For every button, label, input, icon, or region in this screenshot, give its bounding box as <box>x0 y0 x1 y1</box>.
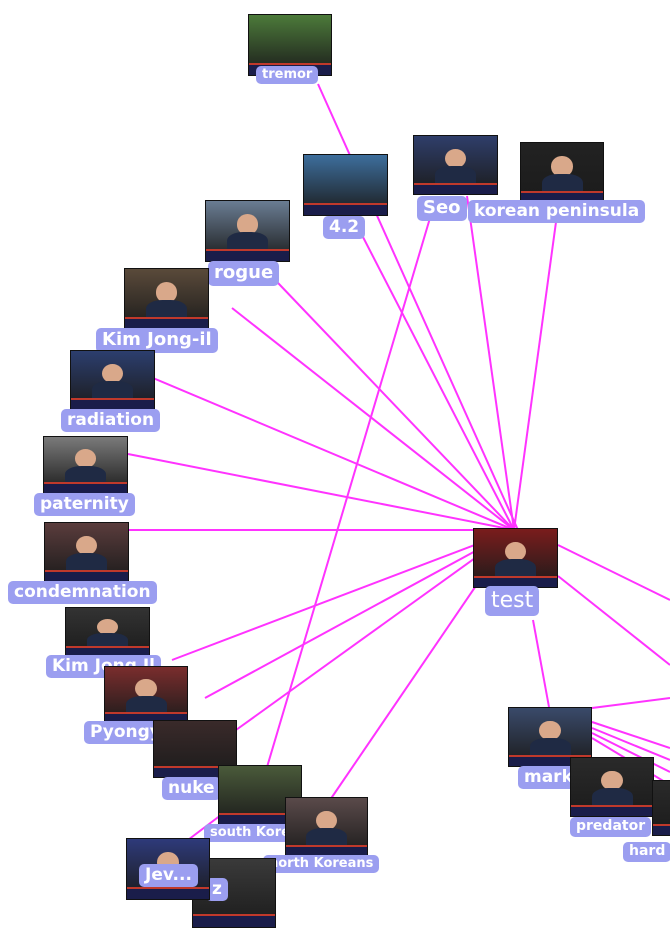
label-seoul: Seo <box>417 196 467 221</box>
thumbnail-north-koreans <box>285 797 368 857</box>
anchor-body <box>434 166 477 188</box>
thumb-ticker <box>219 812 301 824</box>
edge-nuke <box>235 529 515 731</box>
label-kim-jong-il: Kim Jong-il <box>96 328 218 353</box>
edge-korean_peninsula <box>513 221 557 531</box>
edge-kim_jong_il_1 <box>231 307 515 531</box>
thumb-ticker <box>125 317 208 329</box>
anchor-body <box>91 381 134 403</box>
anchor-body <box>145 300 188 322</box>
thumb-ticker <box>653 824 670 835</box>
anchor-head <box>504 541 527 562</box>
anchor-body <box>86 632 129 651</box>
thumbnail-paternity <box>43 436 128 494</box>
edge-right2 <box>557 575 670 666</box>
anchor-body <box>125 696 167 717</box>
anchor-head <box>135 679 157 699</box>
anchor-head <box>155 282 178 303</box>
anchor-head <box>601 770 623 791</box>
anchor-body <box>306 828 347 850</box>
anchor-head <box>74 449 97 469</box>
thumb-ticker <box>105 712 187 723</box>
label-predator: predator <box>570 817 652 837</box>
thumbnail-kim-jong-il <box>124 268 209 330</box>
edge-right1 <box>557 544 670 601</box>
thumbnail-rogue <box>205 200 290 262</box>
anchor-head <box>96 618 119 635</box>
thumbnail-korean-peninsula <box>520 142 604 204</box>
label-4-2: 4.2 <box>323 216 366 240</box>
thumb-ticker <box>127 887 209 899</box>
edge-pyongyang <box>204 529 515 699</box>
edge-right6 <box>591 732 670 773</box>
label-hard: hard <box>623 842 670 862</box>
thumbnail-4-2 <box>303 154 388 216</box>
thumb-ticker <box>45 569 128 581</box>
label-mark: mark <box>518 766 579 790</box>
thumbnail-radiation <box>70 350 155 410</box>
edge-right5 <box>591 727 670 761</box>
edge-n42 <box>346 205 515 531</box>
label-nuke: nuke <box>162 777 221 801</box>
edge-right4 <box>591 721 670 749</box>
thumb-ticker <box>304 203 387 215</box>
label-z: z <box>206 878 228 902</box>
edge-south_korea <box>261 217 431 785</box>
thumb-ticker <box>71 397 154 409</box>
label-test: test <box>485 586 540 616</box>
anchor-body <box>64 466 107 487</box>
edge-rogue <box>257 261 515 531</box>
edge-kim_jong_il_2 <box>171 529 515 661</box>
label-paternity: paternity <box>34 493 135 517</box>
anchor-body <box>494 559 537 581</box>
anchor-head <box>539 720 561 741</box>
label-rogue: rogue <box>208 261 280 286</box>
anchor-body <box>591 788 633 810</box>
edge-paternity <box>127 453 515 531</box>
thumb-ticker <box>521 191 603 203</box>
thumb-ticker <box>44 482 127 493</box>
anchor-body <box>529 738 571 760</box>
anchor-head <box>236 214 259 235</box>
edge-radiation <box>152 377 515 531</box>
thumb-ticker <box>286 844 367 856</box>
thumbnail-predator <box>570 757 654 817</box>
thumb-ticker <box>206 249 289 261</box>
thumbnail-kim-jong-il-2 <box>65 607 150 657</box>
thumbnail-test <box>473 528 558 588</box>
edge-right3 <box>591 697 670 709</box>
thumbnail-seoul <box>413 135 498 195</box>
thumb-ticker <box>571 804 653 816</box>
edge-mark <box>532 619 550 708</box>
thumbnail-pyongyang <box>104 666 188 724</box>
anchor-body <box>226 232 269 254</box>
label-jev: Jev... <box>139 864 198 888</box>
anchor-head <box>551 156 573 177</box>
thumb-ticker <box>414 182 497 194</box>
thumb-ticker <box>154 766 236 777</box>
anchor-body <box>541 174 583 196</box>
thumbnail-condemnation <box>44 522 129 582</box>
anchor-head <box>75 535 98 556</box>
label-south-korea: south Korea <box>204 824 305 843</box>
label-radiation: radiation <box>61 409 161 433</box>
label-tremor: tremor <box>256 66 319 85</box>
label-condemnation: condemnation <box>8 581 157 605</box>
anchor-head <box>444 148 467 169</box>
edge-seoul <box>466 195 515 531</box>
thumb-scene <box>653 781 670 835</box>
anchor-head <box>315 810 338 831</box>
anchor-head <box>101 363 124 384</box>
anchor-body <box>65 553 108 575</box>
label-korean-peninsula: korean peninsula <box>468 200 646 224</box>
thumb-ticker <box>193 914 275 927</box>
thumbnail-hard <box>652 780 670 836</box>
thumb-ticker <box>474 575 557 587</box>
thumb-ticker <box>66 646 149 656</box>
thumb-ticker <box>509 754 591 766</box>
label-north-koreans: north Koreans <box>263 855 380 874</box>
